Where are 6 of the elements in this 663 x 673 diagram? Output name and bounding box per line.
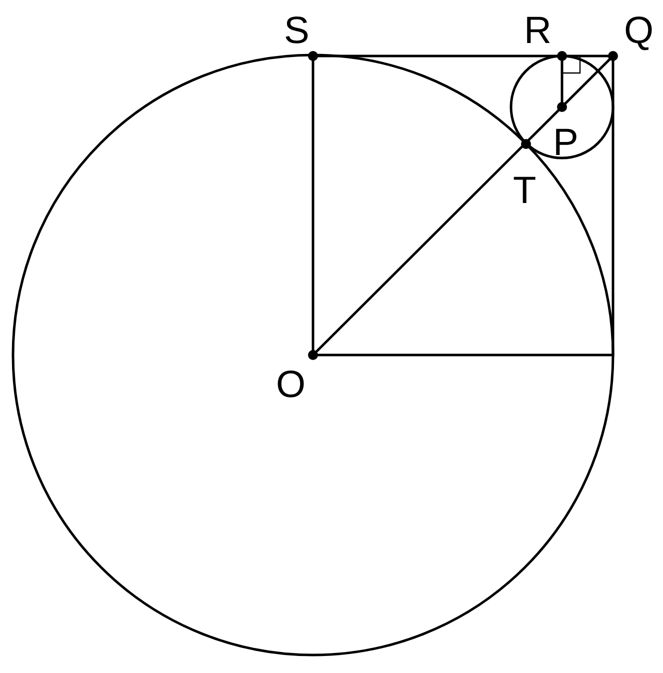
point-label: R	[524, 12, 552, 50]
point-label: Q	[624, 12, 654, 50]
point-label: S	[284, 12, 310, 50]
point-label: O	[276, 366, 306, 404]
point-label: T	[513, 172, 536, 210]
point-label: P	[553, 124, 578, 162]
